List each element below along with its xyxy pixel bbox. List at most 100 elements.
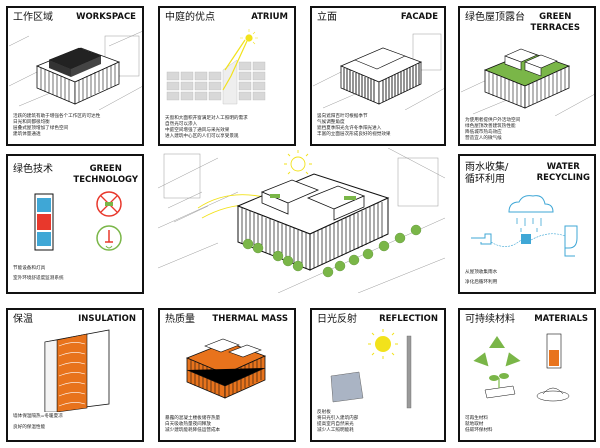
title-zh: 工作区域 [13,12,53,23]
title-en: GREEN TECHNOLOGY [73,164,138,186]
title-en: WORKSPACE [76,12,136,22]
tank-icon [521,234,531,244]
card-green-technology: 绿色技术 GREEN TECHNOLOGY 节能设备和灯具 室外环境舒适度监测系… [6,154,144,294]
title-en-line1: WATER [546,162,580,172]
desc-line: 气候调整角度 [317,120,345,125]
title-zh: 雨水收集/ 循环利用 [465,162,508,186]
light-shelf-pole [406,335,412,409]
title-en: INSULATION [78,314,136,324]
desc-line: 提高室内自然采光 [317,422,354,427]
title-en: GREEN TERRACES [531,12,580,34]
title-zh: 可持续材料 [465,314,515,325]
facade-description: 竖向遮阳百叶可根据季节 气候调整角度 遮挡夏季阳光允许冬季阳光进入 丰富的立面层… [317,114,391,138]
green-terraces-illustration [461,48,594,116]
card-atrium: 中庭的优点 ATRIUM 天窗和大面积开窗满足对人工照明的需求 自然光可以渗入 … [158,6,296,146]
plant-icon [484,373,516,399]
title-zh-line2: 循环利用 [465,174,505,185]
green-technology-description: 节能设备和灯具 室外环境舒适度监测系统 [13,266,64,282]
desc-line: 丰富的立面层次形成良好的视觉效果 [317,132,391,137]
atrium-section-illustration [166,29,266,105]
title-en: THERMAL MASS [212,314,288,324]
title-en-line2: TERRACES [530,23,580,33]
card-green-terraces: 绿色屋顶露台 GREEN TERRACES 为使用者提供户外活动空间 绿色屋顶改… [458,6,596,146]
sun-icon [368,329,398,359]
green-technology-icons [34,191,122,251]
thermal-description: 暴露的混凝土楼板储存热量 白天吸收热量夜间释放 减少建筑能耗降低运营成本 [165,416,220,434]
desc-line: 进入建筑中心区的人们可以享受景观 [165,134,239,139]
desc-line: 为使用者提供户外活动空间 [465,118,521,123]
toilet-icon [564,225,578,249]
dome-icon [536,387,570,402]
desc-line: 将日光引入建筑内部 [317,416,359,421]
title-zh: 日光反射 [317,314,357,325]
facade-building-illustration [313,33,444,110]
recycle-icon [473,336,521,367]
main-building-illustration [158,148,445,293]
desc-line: 天窗和大面积开窗满足对人工照明的需求 [165,116,248,121]
title-en-line2: RECYCLING [536,173,590,183]
card-materials: 可持续材料 MATERIALS 可再生材料 就地取材 低碳环保材料 [458,308,596,442]
desc-line: 减少建筑能耗降低运营成本 [165,428,221,433]
desc-line: 良好的保温性能 [13,425,46,430]
title-zh: 立面 [317,12,337,23]
title-en: REFLECTION [379,314,438,324]
tap-icon [471,233,492,245]
green-terraces-description: 为使用者提供户外活动空间 绿色屋顶改善建筑热性能 降低城市热岛效应 营造宜人的微… [465,118,520,142]
desc-line: 层叠式屋顶增加了绿色空间 [13,126,69,131]
desc-line: 建筑体量通透 [13,132,41,137]
title-zh-line1: 雨水收集/ [465,162,509,173]
thermal-mass-illustration [185,338,267,399]
title-zh: 绿色技术 [13,164,53,175]
card-workspace: 工作区域 WORKSPACE 活跃的建筑有助于增强各个工作区的可达性 日光和风都… [6,6,144,146]
desc-line: 营造宜人的微气候 [465,136,502,141]
reflector-panel [330,371,364,403]
desc-line: 日光和风都很均衡 [13,120,50,125]
desc-line: 节能设备和灯具 [13,266,46,271]
desc-line: 中庭空间增强了通风与采光效果 [165,128,230,133]
card-facade: 立面 FACADE 竖向遮阳百叶可根据季节 气候调整角度 遮挡夏季阳光允许冬季阳… [310,6,446,146]
atrium-description: 天窗和大面积开窗满足对人工照明的需求 自然光可以渗入 中庭空间增强了通风与采光效… [165,116,248,140]
desc-line: 自然光可以渗入 [165,122,198,127]
card-insulation: 保温 INSULATION 墙体保温隔热=冬暖夏凉 良好的保温性能 [6,308,144,442]
insulation-description: 墙体保温隔热=冬暖夏凉 良好的保温性能 [13,414,63,431]
title-en: FACADE [400,12,438,22]
desc-line: 低碳环保材料 [465,428,493,433]
workspace-description: 活跃的建筑有助于增强各个工作区的可达性 日光和风都很均衡 层叠式屋顶增加了绿色空… [13,114,100,138]
desc-line: 暴露的混凝土楼板储存热量 [165,416,221,421]
cloud-icon [508,195,554,213]
title-en-line1: GREEN [539,12,572,22]
title-en-line1: GREEN [89,164,122,174]
water-description: 从屋顶收集雨水 净化后循环利用 [465,270,497,286]
reflection-description: 反射板 将日光引入建筑内部 提高室内自然采光 减少人工照明能耗 [317,410,358,434]
desc-line: 绿色屋顶改善建筑热性能 [465,124,516,129]
title-zh: 保温 [13,314,33,325]
desc-line: 反射板 [317,410,331,415]
no-tap-icon [96,191,122,217]
desc-line: 墙体保温隔热=冬暖夏凉 [13,414,63,419]
desc-line: 降低城市热岛效应 [465,130,502,135]
desc-line: 活跃的建筑有助于增强各个工作区的可达性 [13,114,101,119]
materials-illustration [473,333,570,402]
materials-description: 可再生材料 就地取材 低碳环保材料 [465,416,493,434]
desc-line: 净化后循环利用 [465,280,498,285]
insulation-wall-illustration [44,329,110,412]
desc-line: 从屋顶收集雨水 [465,270,498,275]
card-reflection: 日光反射 REFLECTION 反射板 将日光引入建筑内部 提高室内自然采光 减… [310,308,446,442]
title-en-line2: TECHNOLOGY [73,175,138,185]
desc-line: 可再生材料 [465,416,488,421]
title-en: ATRIUM [251,12,288,22]
title-zh: 绿色屋顶露台 [465,12,525,23]
title-zh: 中庭的优点 [165,12,215,23]
desc-line: 室外环境舒适度监测系统 [13,276,64,281]
title-en: WATER RECYCLING [537,162,590,184]
desc-line: 白天吸收热量夜间释放 [165,422,211,427]
card-thermal-mass: 热质量 THERMAL MASS 暴露的混凝土楼板储存热量 白天吸收热量夜间释放… [158,308,296,442]
faucet-icon [96,225,122,251]
desc-line: 减少人工照明能耗 [317,428,354,433]
reflection-illustration [330,329,412,409]
water-recycling-illustration [471,195,578,257]
desc-line: 遮挡夏季阳光允许冬季阳光进入 [317,126,382,131]
workspace-building-illustration [9,31,142,110]
title-en: MATERIALS [534,314,588,324]
desc-line: 就地取材 [465,422,484,427]
